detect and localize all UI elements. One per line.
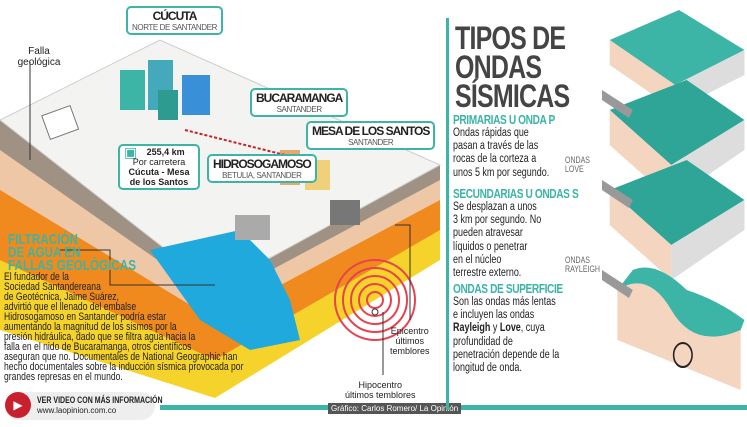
text-line: rocas de la corteza a [453, 153, 537, 166]
section-secondary: SECUNDARIAS U ONDAS S Se desplazan a uno… [453, 186, 579, 280]
rotation-icon [672, 342, 693, 368]
car-icon: ▣ [124, 144, 138, 160]
distance-box: ▣ 255,4 km Por carretera Cúcuta - Mesa d… [118, 144, 200, 190]
route-line [184, 129, 286, 156]
distance-value: 255,4 km [146, 147, 185, 157]
text-line: pueden atravesar [453, 227, 523, 240]
s-wave-block [609, 160, 745, 280]
text-line: El fundador de la [4, 271, 69, 283]
text-line: Hidrosogamoso en Santander podría estar [4, 311, 167, 323]
play-icon: ▶ [5, 392, 31, 418]
filtration-pointer [60, 249, 215, 286]
video-url[interactable]: www.laopinion.com.co [37, 406, 117, 415]
text-line: Se desplazan a unos [453, 201, 537, 213]
reservoir-water [150, 230, 300, 350]
section-surface: ONDAS DE SUPERFICIE Son las ondas más le… [453, 281, 563, 375]
sand-layer [0, 140, 440, 320]
text-line: pasan a través de las [453, 140, 539, 153]
text-line: en el núcleo [453, 253, 502, 266]
text-line: Sociedad Santandereana [4, 281, 101, 293]
video-label: VER VIDEO CON MÁS INFORMACIÓN [37, 395, 163, 405]
text-line: grandes represas en el mundo. [4, 371, 123, 383]
fault-label: Falla geológica [17, 46, 61, 68]
hypocenter-rings [334, 259, 416, 341]
text-line: unos 5 km por segundo. [453, 166, 550, 179]
text-line: aseguran que no. Documentales de Nationa… [4, 351, 238, 363]
credit: Gráfico: Carlos Romero/ La Opinión [328, 403, 462, 414]
text-line: de Geotécnica, Jaime Suárez, [4, 291, 119, 303]
text-line: presión hidráulica, dado que se filtra a… [4, 331, 196, 343]
compass-icon [41, 104, 80, 140]
epicenter-pointer [395, 224, 411, 320]
rock-layer [0, 120, 440, 300]
distance-route: Cúcuta - Mesa de los Santos [128, 167, 190, 187]
arrow-icons [602, 90, 633, 298]
text-line: hecho documentales sobre la inducción sí… [4, 361, 244, 373]
text-line: advirtió que el llenado del embalse [4, 301, 137, 313]
text-line: falla en el nido de Bucaramanga, otros c… [4, 341, 192, 353]
video-link[interactable]: ▶ VER VIDEO CON MÁS INFORMACIÓN www.laop… [5, 392, 163, 420]
wave-diagrams [602, 10, 745, 390]
text-line: aumentando la magnitud de los sismos por… [4, 321, 177, 333]
text-line: terrestre externo. [453, 267, 522, 280]
distance-mode: Por carretera [132, 157, 186, 167]
divider [446, 18, 449, 410]
text-line: líquidos o penetrar [453, 240, 528, 253]
rayleigh-wave-block [617, 267, 745, 390]
text-line: Ondas rápidas que [453, 127, 529, 139]
text-line: 3 km por segundo. No [453, 214, 542, 227]
